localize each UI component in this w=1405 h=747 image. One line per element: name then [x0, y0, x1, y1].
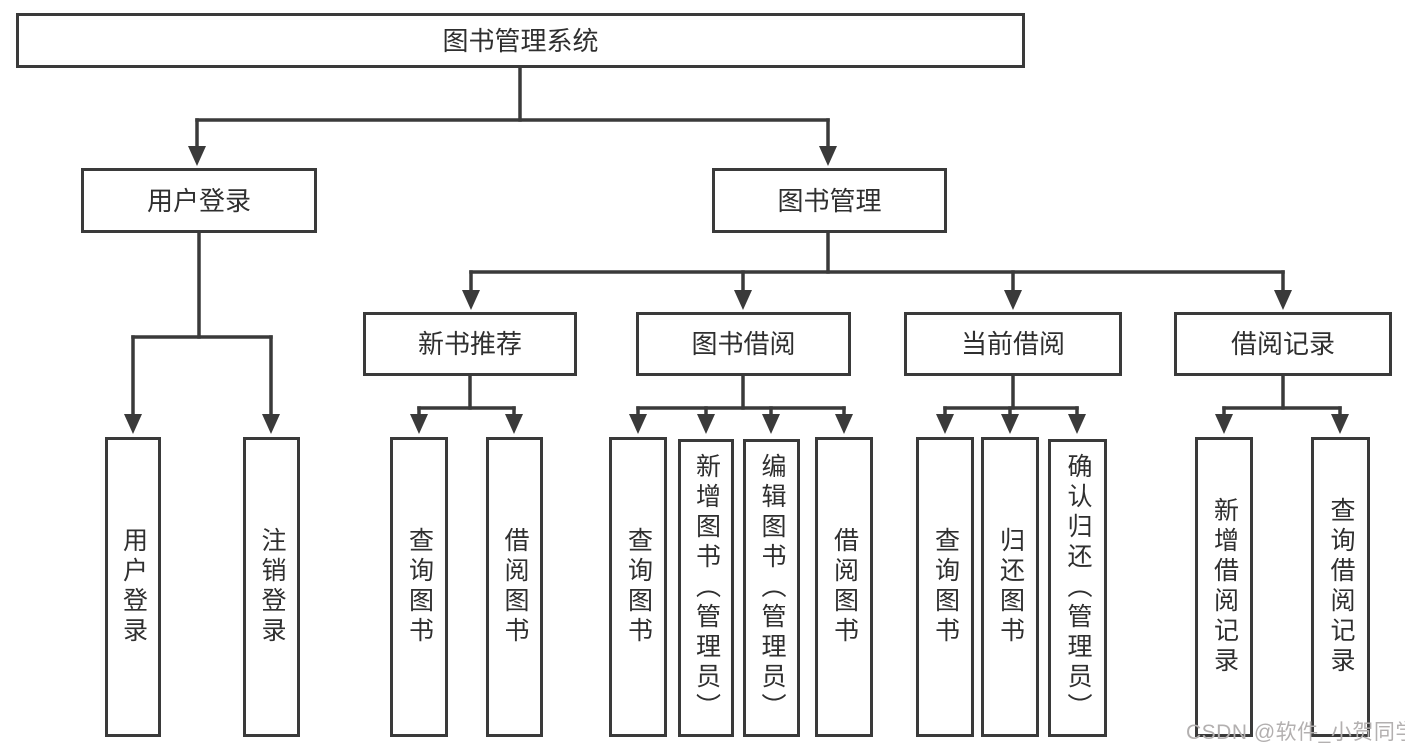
node-user-login: 用户登录 [81, 168, 317, 233]
arrowhead-icon [835, 414, 853, 434]
leaf-newbook-borrow: 借阅图书 [486, 437, 543, 737]
arrowhead-icon [734, 290, 752, 310]
arrowhead-icon [505, 414, 523, 434]
arrowhead-icon [1331, 414, 1349, 434]
arrowhead-icon [1215, 414, 1233, 434]
node-book-borrow: 图书借阅 [636, 312, 851, 376]
arrowhead-icon [410, 414, 428, 434]
leaf-records-query: 查询借阅记录 [1311, 437, 1370, 737]
leaf-borrow-query: 查询图书 [609, 437, 667, 737]
arrowhead-icon [262, 414, 280, 434]
leaf-current-query: 查询图书 [916, 437, 974, 737]
arrowhead-icon [1004, 290, 1022, 310]
node-book-mgmt: 图书管理 [712, 168, 947, 233]
arrowhead-icon [1274, 290, 1292, 310]
arrowhead-icon [462, 290, 480, 310]
leaf-current-return: 归还图书 [981, 437, 1039, 737]
connector-bookborrow-to-leaves [629, 374, 853, 434]
node-borrow-records: 借阅记录 [1174, 312, 1392, 376]
leaf-borrow-edit: 编辑图书（管理员） [743, 439, 800, 737]
node-root: 图书管理系统 [16, 13, 1025, 68]
connector-root-to-level2 [188, 66, 837, 166]
arrowhead-icon [188, 146, 206, 166]
watermark: CSDN @软件_小贺同学 [1186, 721, 1405, 744]
node-new-book: 新书推荐 [363, 312, 577, 376]
leaf-borrow-add: 新增图书（管理员） [678, 439, 734, 737]
leaf-borrow-borrow: 借阅图书 [815, 437, 873, 737]
arrowhead-icon [762, 414, 780, 434]
leaf-records-add: 新增借阅记录 [1195, 437, 1253, 737]
connector-userlogin-to-leaves [124, 231, 280, 434]
leaf-current-confirm: 确认归还（管理员） [1048, 439, 1107, 737]
node-current-borrow: 当前借阅 [904, 312, 1122, 376]
arrowhead-icon [629, 414, 647, 434]
connector-bookmgmt-to-level3 [462, 231, 1292, 310]
arrowhead-icon [697, 414, 715, 434]
arrowhead-icon [819, 146, 837, 166]
connector-currentborrow-to-leaves [936, 374, 1086, 434]
connector-newbook-to-leaves [410, 374, 523, 434]
leaf-logout: 注销登录 [243, 437, 300, 737]
connector-records-to-leaves [1215, 374, 1349, 434]
arrowhead-icon [124, 414, 142, 434]
leaf-newbook-query: 查询图书 [390, 437, 448, 737]
arrowhead-icon [1068, 414, 1086, 434]
leaf-user-login: 用户登录 [105, 437, 161, 737]
arrowhead-icon [1001, 414, 1019, 434]
arrowhead-icon [936, 414, 954, 434]
